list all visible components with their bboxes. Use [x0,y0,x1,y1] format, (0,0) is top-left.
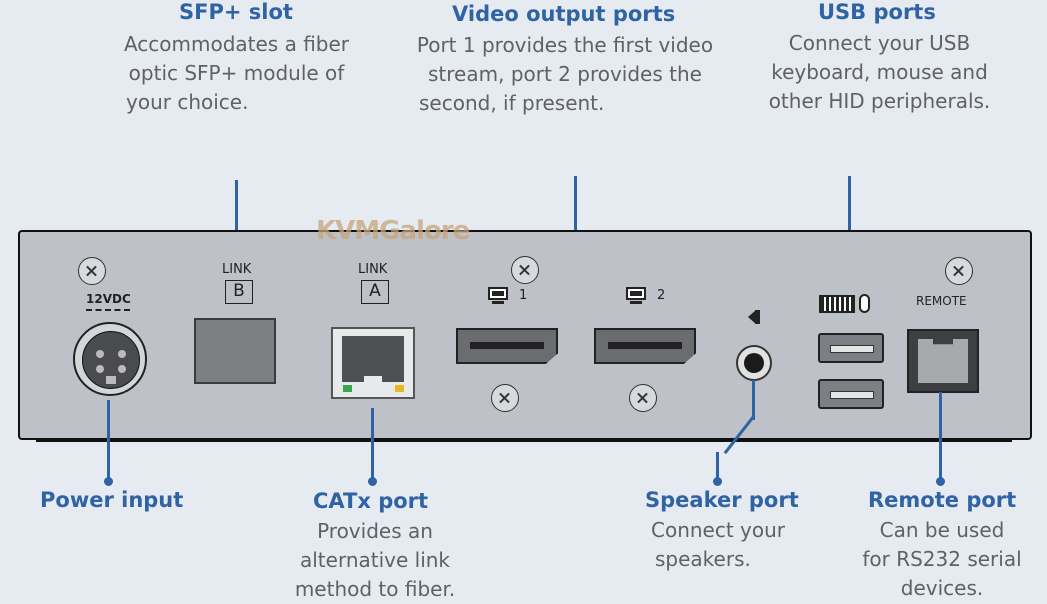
usb-port-2[interactable] [818,379,884,409]
sfp-slot[interactable] [194,318,276,384]
watermark-text: KVMGalore [316,216,470,246]
speaker-icon [748,310,756,324]
rj11-socket [918,339,968,383]
screw-icon [945,257,973,285]
catx-leader-dot [368,477,377,486]
mouse-icon [859,294,870,313]
dp-connector [608,342,682,349]
video-title: Video output ports [452,2,676,26]
remote-title: Remote port [868,488,1017,512]
monitor-icon [626,287,646,300]
power-pin [96,350,104,358]
speaker-title: Speaker port [645,488,799,512]
catx-desc-line: alternative link [299,548,451,572]
usb-port-1[interactable] [818,333,884,363]
sfp-desc-line: optic SFP+ module of [128,61,345,85]
link-a-box: A [361,280,389,304]
monitor-icon-stand [630,301,642,304]
usb-tongue [830,391,874,399]
catx-description: Provides an alternative link method to f… [270,517,480,604]
sfp-description: Accommodates a fiber optic SFP+ module o… [114,30,359,117]
video-output-port-2[interactable] [594,328,696,364]
usb-desc-line: Connect your USB [788,31,971,55]
speaker-leader-dot [713,477,722,486]
power-title: Power input [40,488,184,512]
monitor-icon-stand [492,301,504,304]
power-leader-line [107,400,110,480]
dp-connector [470,342,544,349]
catx-desc-line: method to fiber. [294,577,456,601]
screw-icon [511,256,539,284]
remote-leader-line [939,392,942,480]
speaker-description: Connect your speakers. [641,516,801,574]
power-key [106,376,116,384]
catx-title: CATx port [313,489,429,513]
remote-desc-line: devices. [900,576,984,600]
speaker-leader-drop [716,452,719,480]
speaker-leader-line [752,380,755,420]
remote-leader-dot [936,477,945,486]
sfp-desc-line: your choice. [126,90,249,114]
remote-desc-line: Can be used [879,518,1005,542]
power-pin [118,365,126,373]
speaker-icon-body [755,310,760,324]
video-desc-line: stream, port 2 provides the [428,62,702,86]
video-port-1-number: 1 [519,288,528,303]
video-desc-line: second, if present. [419,91,605,115]
remote-label: REMOTE [916,294,967,308]
usb-desc-line: other HID peripherals. [768,89,991,113]
sfp-title: SFP+ slot [179,0,293,24]
sfp-leader-line [235,180,238,255]
power-voltage-label: 12VDC [86,292,131,306]
power-pin [96,365,104,373]
video-description: Port 1 provides the first video stream, … [395,31,735,118]
usb-tongue [830,345,874,353]
catx-desc-line: Provides an [317,519,433,543]
remote-desc-line: for RS232 serial [862,547,1022,571]
usb-desc-line: keyboard, mouse and [771,60,988,84]
keyboard-icon [819,295,855,313]
link-b-label: LINK [222,262,252,277]
video-desc-line: Port 1 provides the first video [416,33,714,57]
link-b-box: B [225,280,253,304]
screw-icon [491,384,519,412]
sfp-desc-line: Accommodates a fiber [123,32,350,56]
device-rear-panel: KVMGalore 12VDC LINK B LINK A 1 [18,216,1032,440]
screw-icon [629,384,657,412]
power-socket [82,331,140,389]
catx-led-green [343,385,352,392]
catx-port[interactable] [331,327,415,399]
catx-leader-line [371,408,374,480]
speaker-desc-line: Connect your [651,518,786,542]
power-label-dashes [86,309,130,311]
watermark-logo: KVMGalore [316,216,470,246]
video-output-port-1[interactable] [456,328,558,364]
remote-description: Can be used for RS232 serial devices. [847,516,1037,603]
video-port-2-number: 2 [657,288,666,303]
speaker-desc-line: speakers. [655,547,751,571]
usb-description: Connect your USB keyboard, mouse and oth… [752,29,1007,116]
power-leader-dot [104,477,113,486]
link-a-label: LINK [358,262,388,277]
power-input-port[interactable] [73,322,147,396]
remote-port[interactable] [907,329,979,393]
screw-icon [78,257,106,285]
catx-led-amber [395,385,404,392]
rj45-socket [342,336,404,388]
usb-title: USB ports [818,0,936,24]
rj45-tab [364,376,382,388]
power-pin [118,350,126,358]
speaker-jack [744,353,764,373]
monitor-icon [488,287,508,300]
speaker-port[interactable] [736,345,772,381]
video-leader-line [574,176,577,242]
